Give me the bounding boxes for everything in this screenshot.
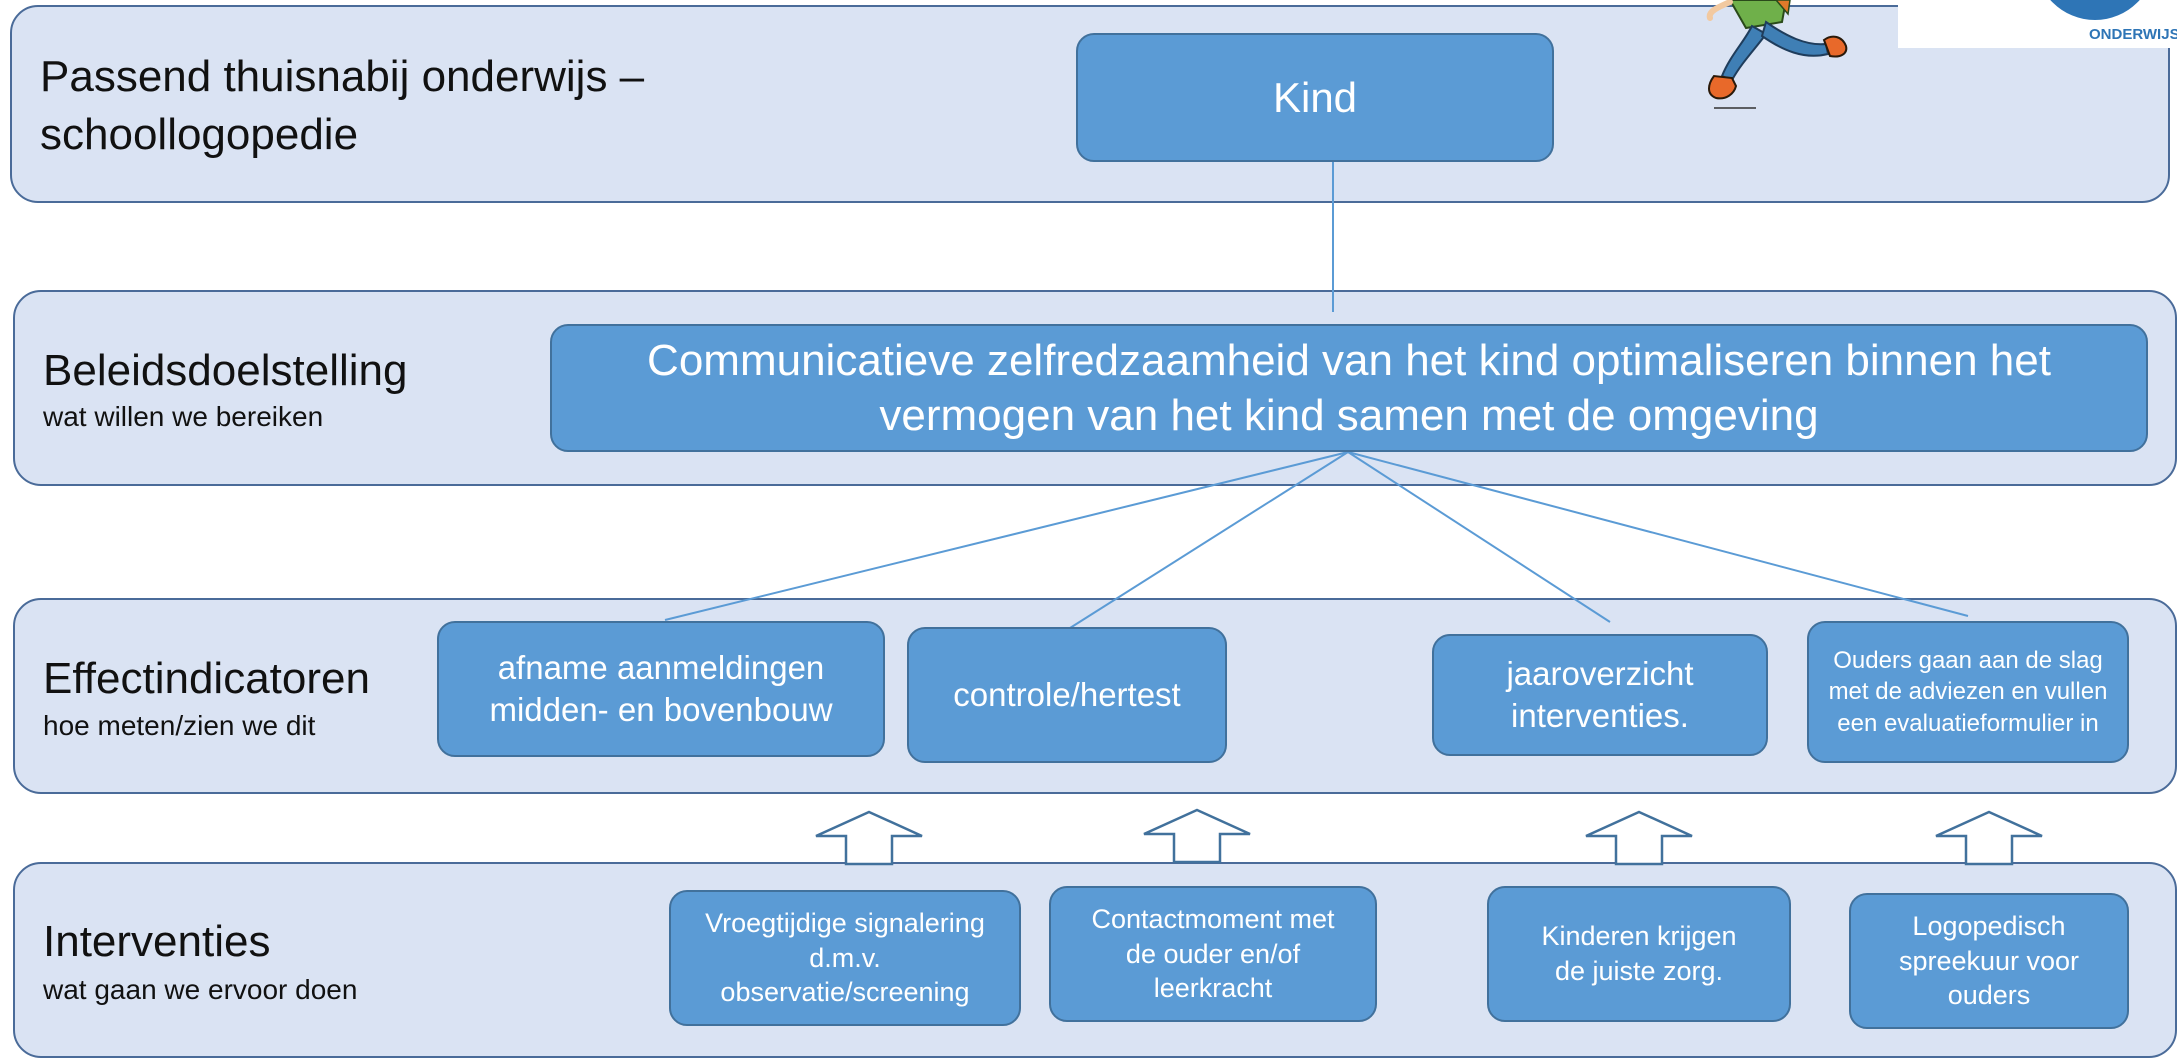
interventies-title: Interventies	[43, 917, 271, 966]
up-arrow-3	[1585, 810, 1693, 866]
node-interventie-vroegtijdige-signalering: Vroegtijdige signalering d.m.v. observat…	[669, 890, 1021, 1026]
up-arrow-2	[1143, 808, 1251, 864]
beleid-title: Beleidsdoelstelling	[43, 346, 408, 395]
effect-title: Effectindicatoren	[43, 654, 370, 703]
node-interventie-contactmoment: Contactmoment met de ouder en/of leerkra…	[1049, 886, 1377, 1022]
node-beleidsdoel: Communicatieve zelfredzaamheid van het k…	[550, 324, 2148, 452]
node-kind: Kind	[1076, 33, 1554, 162]
up-arrow-4	[1935, 810, 2043, 866]
page-title: Passend thuisnabij onderwijs – schoollog…	[40, 52, 645, 159]
beleid-subtitle: wat willen we bereiken	[43, 401, 324, 432]
running-child-illustration	[1706, 0, 1848, 109]
node-interventie-juiste-zorg: Kinderen krijgen de juiste zorg.	[1487, 886, 1791, 1022]
node-effect-jaaroverzicht: jaaroverzicht interventies.	[1432, 634, 1768, 756]
node-effect-afname-aanmeldingen: afname aanmeldingen midden- en bovenbouw	[437, 621, 885, 757]
effect-subtitle: hoe meten/zien we dit	[43, 710, 316, 741]
logo-text: ONDERWIJS	[2089, 26, 2177, 43]
up-arrow-1	[815, 810, 923, 866]
node-interventie-spreekuur: Logopedisch spreekuur voor ouders	[1849, 893, 2129, 1029]
node-effect-ouders-adviezen: Ouders gaan aan de slag met de adviezen …	[1807, 621, 2129, 763]
node-effect-controle-hertest: controle/hertest	[907, 627, 1227, 763]
interventies-subtitle: wat gaan we ervoor doen	[43, 974, 358, 1005]
